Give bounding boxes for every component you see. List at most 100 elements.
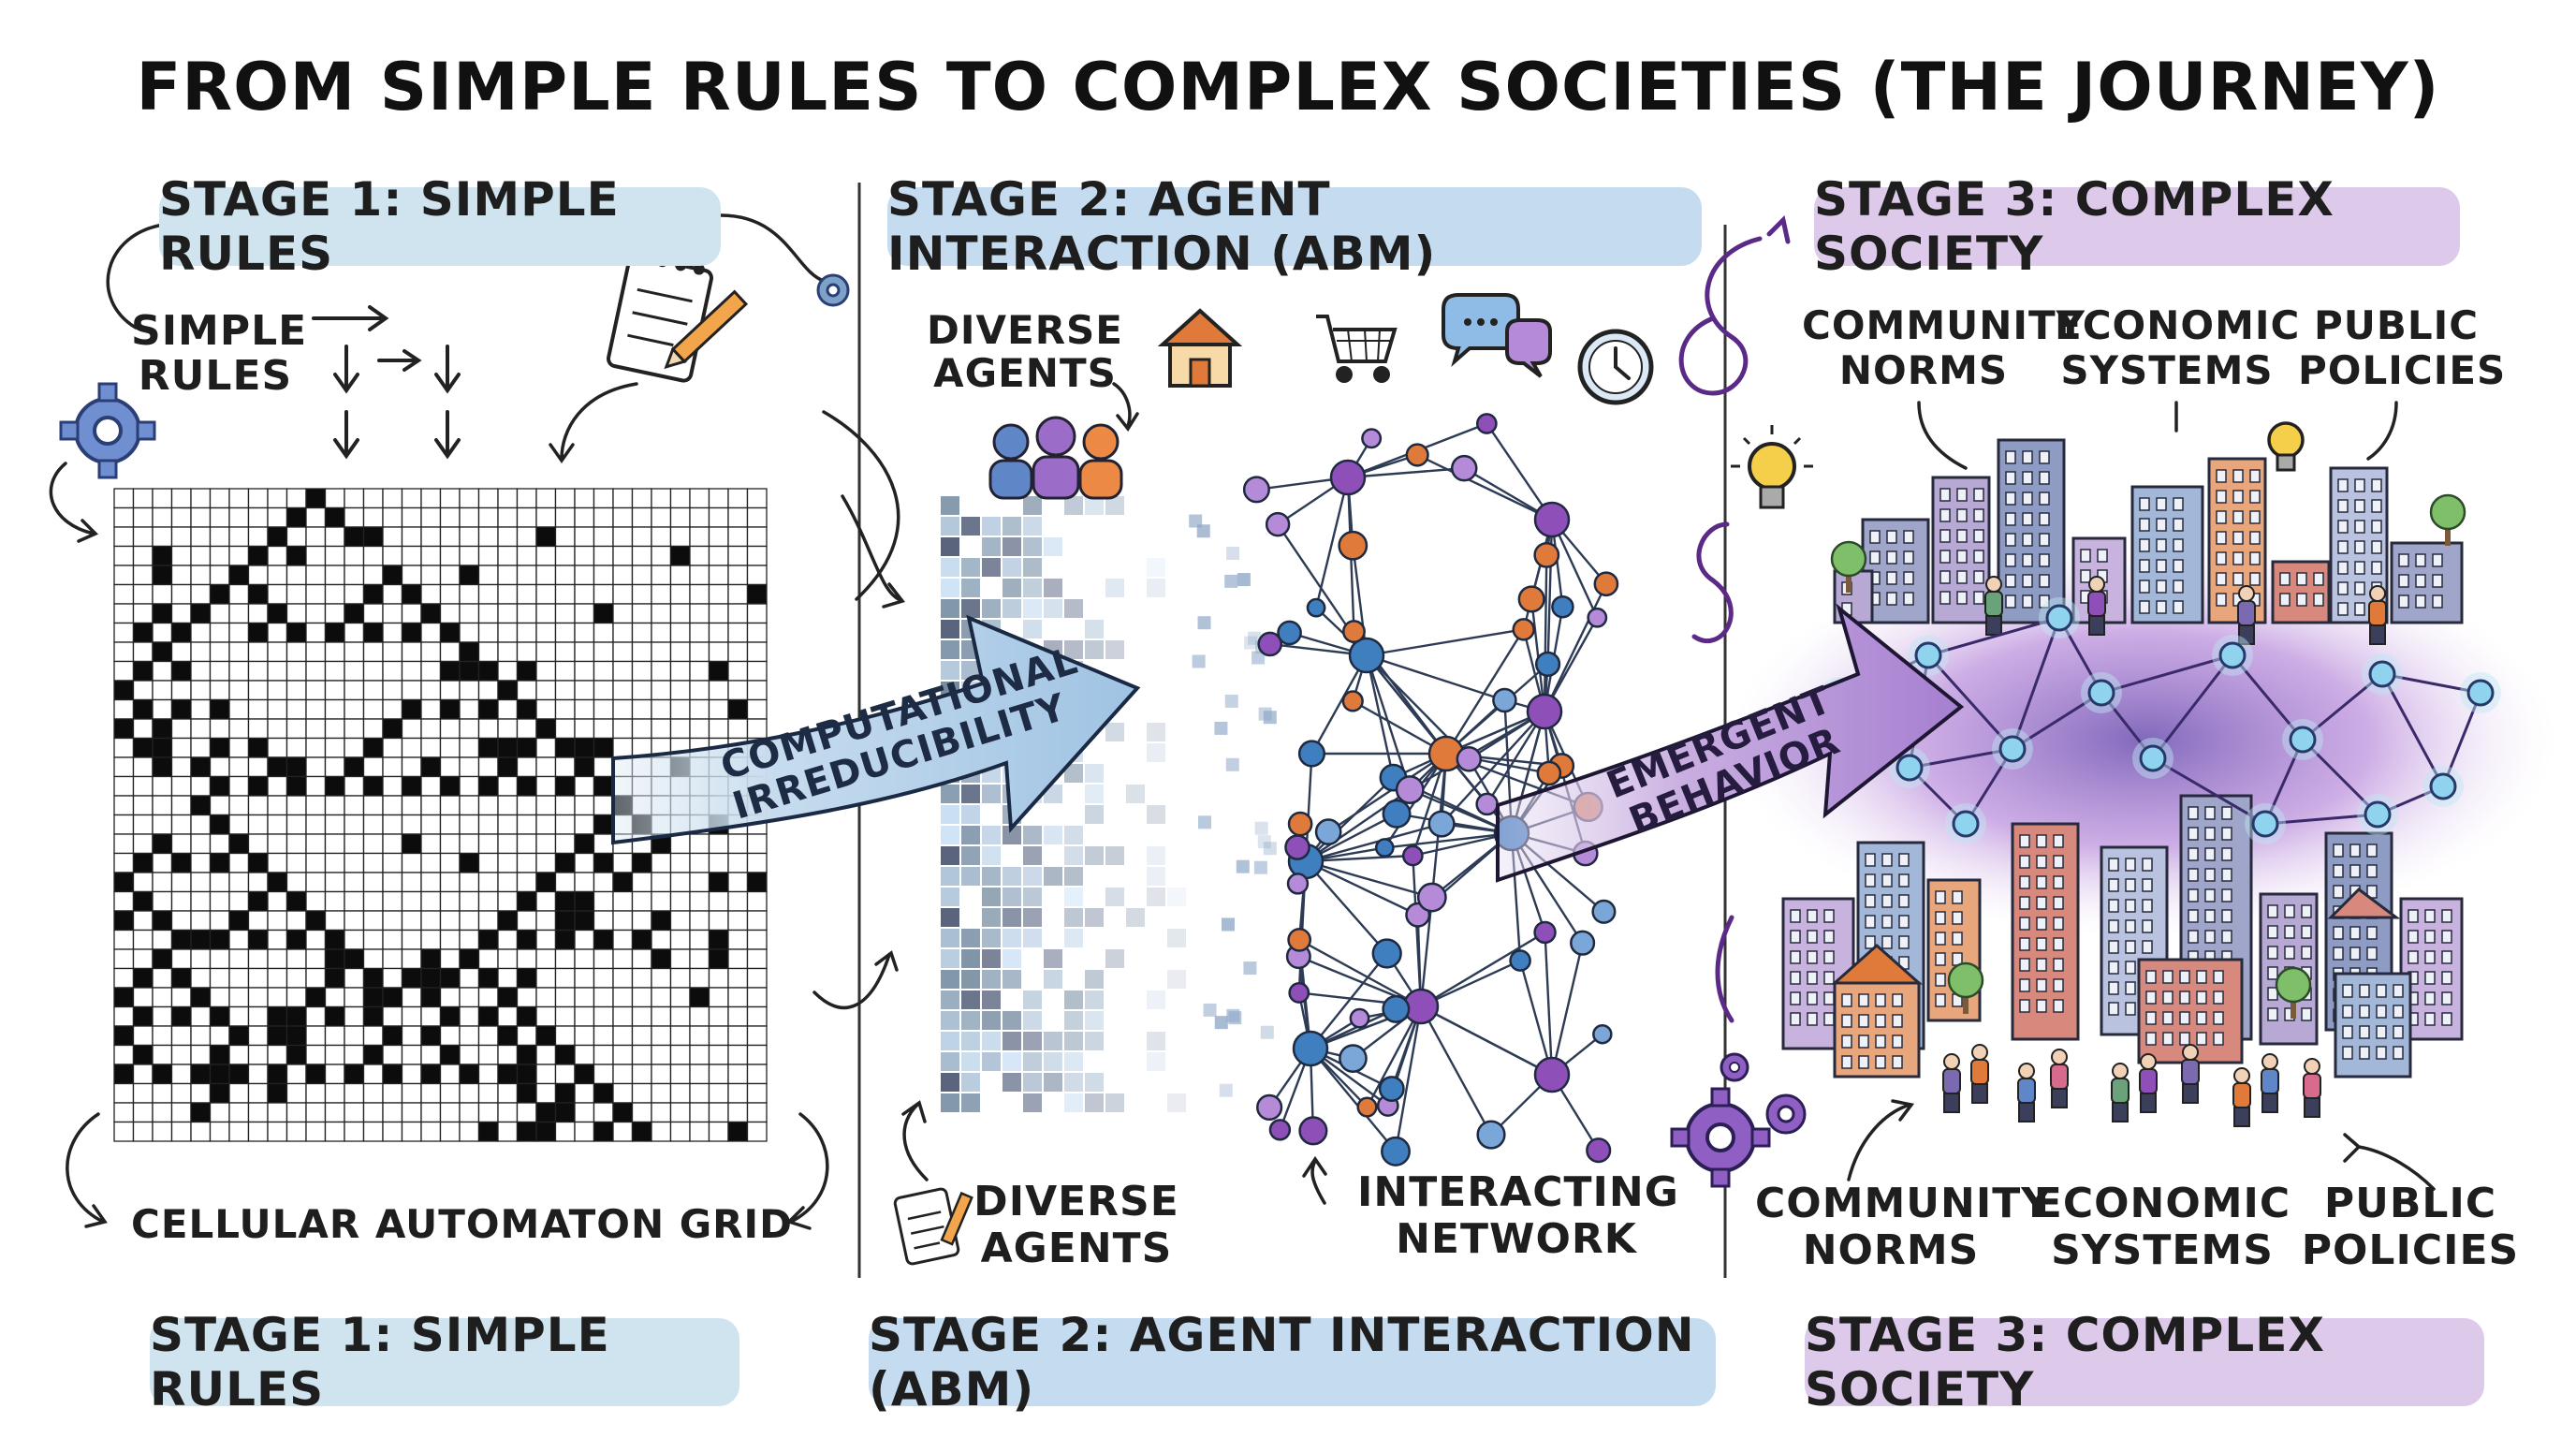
ca-cell	[651, 852, 672, 873]
agent-cell	[1003, 537, 1021, 556]
agent-cell	[961, 517, 980, 536]
ca-cell	[362, 814, 384, 835]
dissolving-agent-grid	[941, 496, 1277, 1112]
ca-cell	[420, 890, 442, 912]
ca-cell	[228, 775, 250, 797]
agent-cell	[1044, 537, 1062, 556]
ca-cell	[516, 660, 537, 682]
agent-cell	[1023, 990, 1042, 1009]
ca-cell	[209, 890, 230, 912]
ca-cell	[113, 1102, 135, 1123]
ca-cell	[727, 833, 749, 855]
ca-cell	[132, 718, 154, 740]
agent-cell	[961, 929, 980, 947]
agent-cell	[1064, 929, 1083, 947]
ca-cell	[689, 910, 710, 932]
ca-cell	[132, 565, 154, 586]
ca-cell	[305, 756, 327, 778]
ca-cell	[459, 948, 480, 970]
ca-cell	[113, 1121, 135, 1142]
ca-cell	[727, 506, 749, 528]
ca-cell	[209, 545, 230, 566]
ca-cell	[170, 526, 192, 548]
agent-cell	[961, 949, 980, 968]
ca-cell	[420, 948, 442, 970]
ca-cell	[516, 506, 537, 528]
ca-cell	[535, 641, 557, 663]
ca-cell	[535, 890, 557, 912]
diverse-agents-bottom-line2: AGENTS	[980, 1225, 1173, 1272]
agent-cell	[1085, 1073, 1104, 1092]
agent-cell	[1085, 990, 1104, 1009]
network-node	[1533, 541, 1560, 568]
network-node	[1306, 597, 1326, 618]
ca-cell	[631, 622, 652, 643]
ca-cell	[497, 756, 519, 778]
ca-cell	[554, 488, 576, 509]
agent-cell	[941, 558, 959, 577]
ca-cell	[669, 1102, 691, 1123]
ca-cell	[267, 872, 288, 893]
ca-cell	[152, 718, 173, 740]
community-norms-bottom-line2: NORMS	[1802, 1226, 1980, 1274]
ca-cell	[574, 660, 595, 682]
ca-cell	[439, 622, 461, 643]
ca-cell	[420, 526, 442, 548]
ca-cell	[746, 526, 768, 548]
agent-cell	[982, 846, 1001, 865]
agent-cell	[961, 1093, 980, 1112]
network-node	[1338, 530, 1368, 561]
ca-cell	[324, 660, 345, 682]
ca-cell	[267, 948, 288, 970]
ca-cell	[267, 622, 288, 643]
ca-cell	[593, 565, 614, 586]
ca-cell	[612, 852, 634, 873]
computational-irreducibility-arrow	[611, 614, 1141, 845]
ca-cell	[535, 948, 557, 970]
ca-cell	[554, 987, 576, 1008]
ca-cell	[285, 1025, 307, 1047]
ca-cell	[477, 698, 499, 720]
ca-cell	[382, 1044, 403, 1065]
network-node	[1277, 620, 1302, 646]
ca-cell	[669, 929, 691, 950]
ca-cell	[497, 1064, 519, 1085]
ca-cell	[477, 583, 499, 605]
agent-cell	[1003, 1073, 1021, 1092]
ca-cell	[708, 680, 729, 701]
ca-cell	[305, 680, 327, 701]
ca-cell	[209, 1025, 230, 1047]
ca-cell	[344, 565, 365, 586]
ca-cell	[401, 737, 422, 758]
ca-cell	[497, 698, 519, 720]
ca-cell	[612, 641, 634, 663]
ca-cell	[209, 488, 230, 509]
ca-cell	[344, 583, 365, 605]
agent-cell	[941, 805, 959, 824]
ca-cell	[305, 641, 327, 663]
ca-cell	[651, 565, 672, 586]
ca-cell	[593, 1102, 614, 1123]
ca-cell	[420, 756, 442, 778]
ca-cell	[593, 1064, 614, 1085]
agent-cell	[1228, 1011, 1242, 1025]
agent-cell	[1105, 640, 1124, 659]
ca-cell	[267, 1064, 288, 1085]
ca-cell	[746, 872, 768, 893]
ca-cell	[708, 967, 729, 989]
ca-cell	[497, 488, 519, 509]
ca-cell	[305, 737, 327, 758]
tree	[2429, 493, 2466, 546]
ca-cell	[362, 948, 384, 970]
ca-cell	[477, 775, 499, 797]
ca-cell	[382, 872, 403, 893]
ca-cell	[631, 929, 652, 950]
ca-cell	[554, 622, 576, 643]
ca-cell	[497, 833, 519, 855]
ca-cell	[708, 1102, 729, 1123]
lightbulb-icon	[1731, 425, 1813, 509]
agent-cell	[1221, 917, 1235, 932]
ca-cell	[401, 1082, 422, 1104]
ca-cell	[516, 775, 537, 797]
ca-cell	[459, 1044, 480, 1065]
